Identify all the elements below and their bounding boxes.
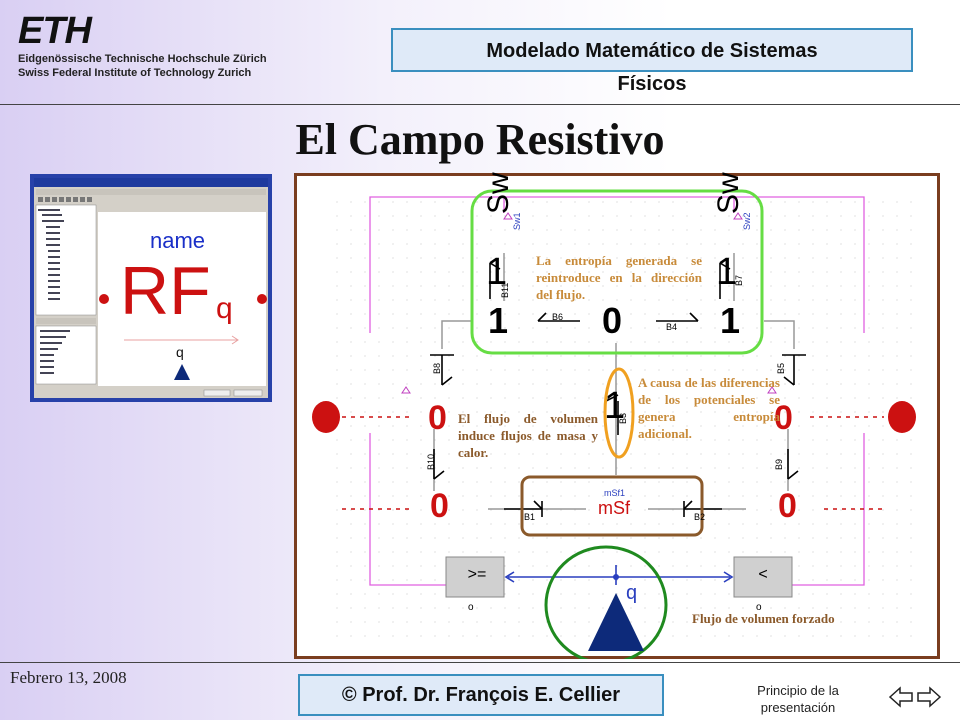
footer-author: © Prof. Dr. François E. Cellier <box>298 674 664 716</box>
flow-source-triangle-icon[interactable] <box>588 593 644 651</box>
bond-label-b10: B10 <box>426 453 436 470</box>
msf-id: mSf1 <box>604 488 626 498</box>
ge-block-output: o <box>468 602 474 613</box>
switch-left-id: Sw1 <box>512 212 522 230</box>
institution-english: Swiss Federal Institute of Technology Zu… <box>18 67 252 79</box>
right-effort-port[interactable] <box>888 401 916 433</box>
left-zero-red: 0 <box>428 399 447 437</box>
annotation-potential-differences: A causa de las diferencias de los potenc… <box>638 375 780 441</box>
component-ports <box>99 294 267 380</box>
switch-right-label: Sw <box>712 172 745 214</box>
green-highlight-box <box>470 189 764 355</box>
next-arrow-icon[interactable] <box>916 686 942 708</box>
switch-right-id: Sw2 <box>742 212 752 230</box>
flow-source-q-label: q <box>626 582 638 604</box>
bond-label-b4: B4 <box>666 322 678 332</box>
bond-label-b8: B8 <box>432 362 442 374</box>
left-effort-port[interactable] <box>312 401 340 433</box>
bond-label-b11: B11 <box>500 282 510 298</box>
brown-highlight-box <box>520 475 704 537</box>
slide-title: El Campo Resistivo <box>295 115 665 164</box>
junction-zero-bottom-left: 0 <box>430 487 449 525</box>
institution-german: Eidgenössische Technische Hochschule Zür… <box>18 53 267 65</box>
left-port[interactable] <box>99 294 109 304</box>
junction-zero-bottom-right: 0 <box>778 487 797 525</box>
bond-label-b9: B9 <box>774 458 784 470</box>
course-title: Modelado Matemático de Sistemas <box>391 28 913 72</box>
component-subscript: q <box>216 292 233 325</box>
orange-highlight-ring <box>603 367 635 459</box>
lt-block-label: < <box>758 566 768 583</box>
switch-left-one-rotated: 1 <box>486 251 508 293</box>
lt-block-output: o <box>756 602 762 613</box>
green-highlight-ring <box>544 545 668 659</box>
annotation-volume-flow: El flujo de volumen induce flujos de mas… <box>458 411 598 460</box>
component-name-label: name <box>150 228 206 253</box>
course-title-continued: Físicos <box>617 73 687 95</box>
switch-left-label: Sw <box>482 172 515 214</box>
junction-zero-top: 0 <box>602 300 623 341</box>
msf-label: mSf <box>598 498 631 518</box>
bond-label-b2: B2 <box>694 512 706 522</box>
right-zero-red: 0 <box>774 399 793 437</box>
annotation-entropy-reintroduced: La entropía generada se reintroduce en l… <box>536 253 702 302</box>
header-divider <box>0 104 960 105</box>
eth-logo: ETH <box>18 10 92 52</box>
input-triangle-icon[interactable] <box>174 364 190 380</box>
ge-block-label: >= <box>467 566 487 583</box>
junction-one-right: 1 <box>720 300 741 341</box>
switch-right-one-rotated: 1 <box>716 251 738 293</box>
junction-one-left: 1 <box>488 300 509 341</box>
bond-label-b7: B7 <box>734 274 744 286</box>
footer-date: Febrero 13, 2008 <box>10 668 127 687</box>
home-link[interactable]: Principio de la presentación <box>757 683 839 715</box>
annotation-forced-flow: Flujo de volumen forzado <box>692 611 835 626</box>
bond-graph <box>312 189 916 659</box>
b3-one-element: 1 <box>604 385 626 427</box>
tool-window-chrome <box>34 178 268 398</box>
footer-divider <box>0 662 960 663</box>
tool-canvas <box>98 212 266 386</box>
bond-label-b5: B5 <box>776 362 786 374</box>
bond-label-b6: B6 <box>552 312 564 322</box>
bond-label-b1: B1 <box>524 512 536 522</box>
component-symbol: RF <box>120 253 211 329</box>
right-port[interactable] <box>257 294 267 304</box>
previous-arrow-icon[interactable] <box>888 686 914 708</box>
component-input-label: q <box>176 344 184 360</box>
